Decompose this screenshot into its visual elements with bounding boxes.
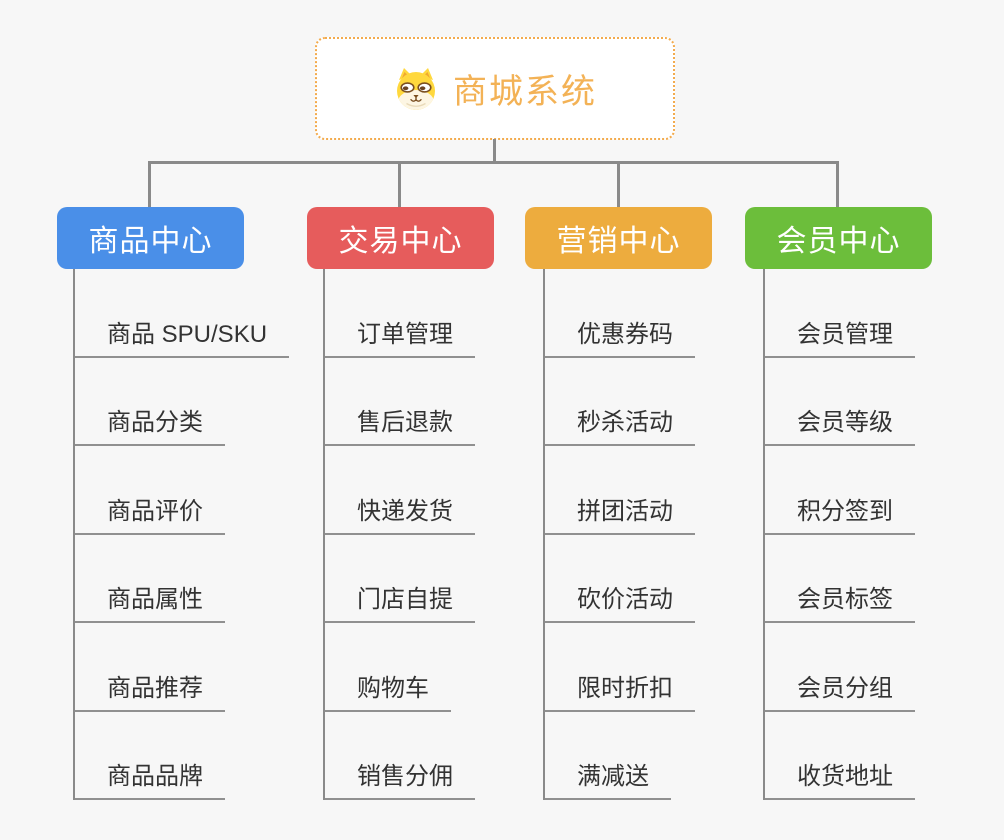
node-item[interactable]: 快递发货 (323, 446, 475, 535)
node-item-label: 商品推荐 (107, 674, 203, 702)
node-item[interactable]: 商品品牌 (73, 712, 225, 800)
node-item[interactable]: 秒杀活动 (543, 358, 695, 446)
node-item-label: 商品分类 (107, 409, 203, 437)
branch-header-trade-center[interactable]: 交易中心 (307, 207, 494, 269)
subtree-marketing-center: 优惠券码 秒杀活动 拼团活动 砍价活动 限时折扣 满减送 (543, 269, 695, 800)
node-item-label: 售后退款 (357, 409, 453, 437)
node-item[interactable]: 商品推荐 (73, 623, 225, 712)
node-item[interactable]: 门店自提 (323, 535, 475, 623)
node-item-label: 订单管理 (357, 320, 453, 348)
node-item-label: 门店自提 (357, 586, 453, 614)
node-item-label: 会员标签 (797, 586, 893, 614)
node-item[interactable]: 积分签到 (763, 446, 915, 535)
node-item-label: 销售分佣 (357, 763, 453, 791)
branch-label: 交易中心 (338, 225, 463, 258)
node-item-label: 商品属性 (107, 586, 203, 614)
connector-drop-member (836, 161, 839, 207)
branch-label: 商品中心 (88, 225, 213, 258)
connector-horizontal (148, 161, 839, 164)
node-item-label: 满减送 (577, 763, 649, 791)
node-item-label: 砍价活动 (577, 586, 673, 614)
root-node[interactable]: 商城系统 (315, 37, 675, 140)
node-item-label: 商品品牌 (107, 763, 203, 791)
node-item[interactable]: 商品分类 (73, 358, 225, 446)
node-item[interactable]: 会员分组 (763, 623, 915, 712)
shiba-dog-icon (397, 67, 435, 110)
node-item[interactable]: 商品 SPU/SKU (73, 269, 290, 358)
subtree-member-center: 会员管理 会员等级 积分签到 会员标签 会员分组 收货地址 (763, 269, 915, 800)
connector-root-stem (493, 139, 496, 162)
node-item[interactable]: 销售分佣 (323, 712, 475, 800)
branch-header-product-center[interactable]: 商品中心 (57, 207, 244, 269)
node-item-label: 购物车 (357, 674, 429, 702)
node-item[interactable]: 会员标签 (763, 535, 915, 623)
branch-label: 营销中心 (556, 225, 681, 258)
node-item-label: 商品评价 (107, 497, 203, 525)
node-item[interactable]: 优惠券码 (543, 269, 695, 358)
connector-drop-trade (398, 161, 401, 207)
node-item[interactable]: 订单管理 (323, 269, 475, 358)
connector-drop-marketing (617, 161, 620, 207)
branch-header-marketing-center[interactable]: 营销中心 (525, 207, 712, 269)
node-item[interactable]: 砍价活动 (543, 535, 695, 623)
node-item-label: 快递发货 (357, 497, 453, 525)
node-item-label: 会员分组 (797, 674, 893, 702)
subtree-trade-center: 订单管理 售后退款 快递发货 门店自提 购物车 销售分佣 (323, 269, 475, 800)
node-item[interactable]: 购物车 (323, 623, 451, 712)
node-item-label: 拼团活动 (577, 497, 673, 525)
node-item[interactable]: 商品评价 (73, 446, 225, 535)
branch-label: 会员中心 (776, 225, 901, 258)
node-item-label: 秒杀活动 (577, 409, 673, 437)
root-title: 商城系统 (453, 73, 597, 111)
node-item-label: 积分签到 (797, 497, 893, 525)
branch-header-member-center[interactable]: 会员中心 (745, 207, 932, 269)
node-item-label: 限时折扣 (577, 674, 673, 702)
connector-drop-product (148, 161, 151, 207)
node-item[interactable]: 售后退款 (323, 358, 475, 446)
node-item-label: 会员等级 (797, 409, 893, 437)
node-item[interactable]: 拼团活动 (543, 446, 695, 535)
node-item-label: 收货地址 (797, 763, 893, 791)
node-item[interactable]: 会员等级 (763, 358, 915, 446)
node-item[interactable]: 满减送 (543, 712, 671, 800)
node-item-label: 优惠券码 (577, 320, 673, 348)
node-item[interactable]: 商品属性 (73, 535, 225, 623)
node-item[interactable]: 会员管理 (763, 269, 915, 358)
node-item[interactable]: 收货地址 (763, 712, 915, 800)
node-item-label: 会员管理 (797, 320, 893, 348)
subtree-product-center: 商品 SPU/SKU 商品分类 商品评价 商品属性 商品推荐 商品品牌 (73, 269, 290, 800)
node-item[interactable]: 限时折扣 (543, 623, 695, 712)
node-item-label: 商品 SPU/SKU (107, 320, 268, 348)
